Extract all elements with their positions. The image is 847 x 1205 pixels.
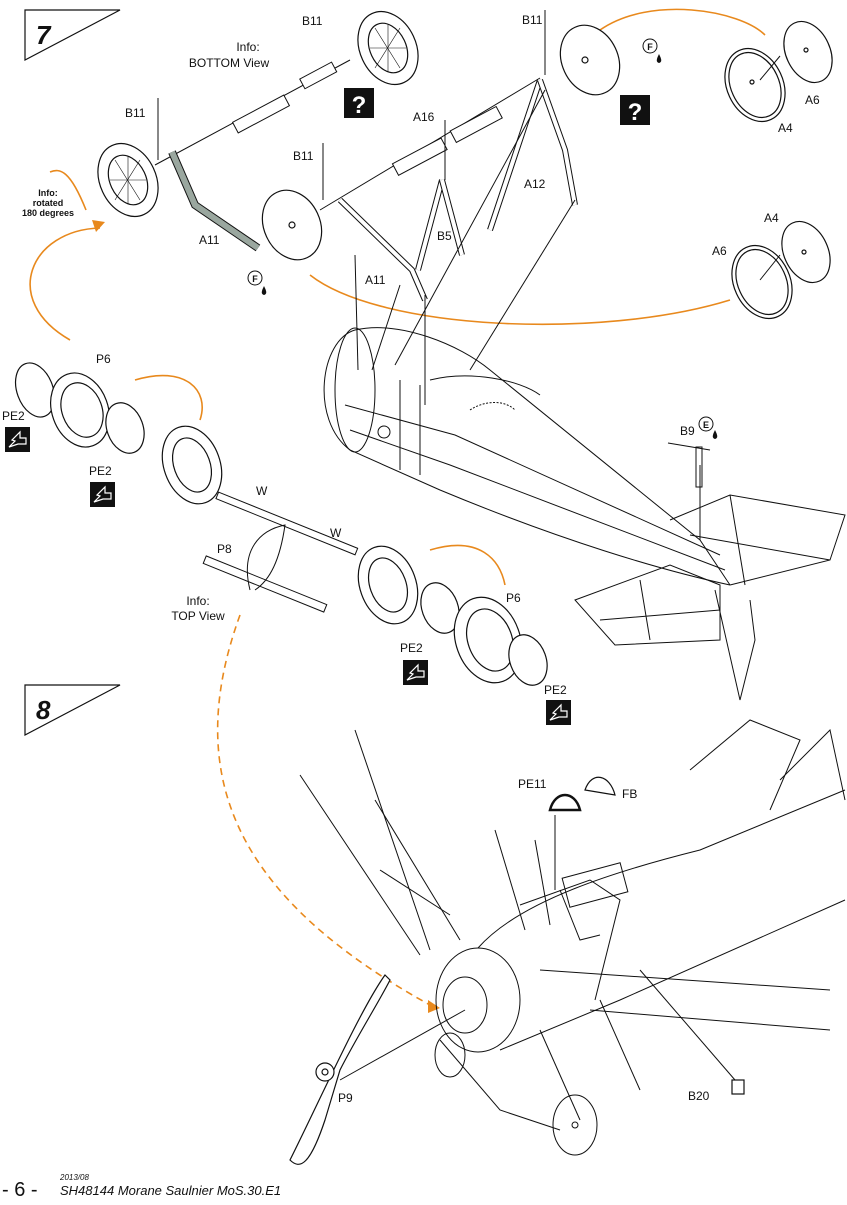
part-label-a4: A4	[764, 211, 779, 225]
f1-text: F	[647, 42, 653, 52]
rotated-arrow-head	[92, 220, 105, 232]
part-label-w: W	[330, 526, 342, 540]
droplet-icon	[261, 286, 267, 295]
part-label-b11: B11	[125, 106, 146, 120]
guide-lines-step7	[157, 10, 781, 540]
fluid-badge-f1: F	[642, 38, 662, 63]
info-rotated-degrees: 180 degrees	[22, 208, 74, 218]
droplet-icon	[656, 54, 662, 63]
wheel-parts-step7-lower	[14, 362, 223, 505]
part-label-pe11: PE11	[518, 777, 547, 791]
info-bottom-view: BOTTOM View	[189, 56, 270, 70]
question-mark-text-2: ?	[628, 99, 643, 126]
pe2-icon-2	[90, 482, 115, 507]
part-label-p6: P6	[96, 352, 111, 366]
part-label-b11: B11	[293, 149, 314, 163]
part-label-a4: A4	[778, 121, 793, 135]
question-mark-text-1: ?	[352, 92, 367, 119]
e1-text: E	[703, 420, 709, 430]
step-8-badge: 8	[24, 684, 121, 736]
part-label-b11: B11	[302, 14, 323, 28]
axle-strut-parts	[154, 59, 578, 302]
part-label-a12: A12	[524, 177, 546, 191]
f2-text: F	[252, 274, 258, 284]
question-badge-1: ?	[344, 88, 374, 119]
part-label-a6: A6	[805, 93, 820, 107]
info-bottom-label: Info:	[236, 40, 259, 54]
pe2-icon-4	[546, 700, 571, 725]
part-label-b9: B9	[680, 424, 695, 438]
part-label-p9: P9	[338, 1091, 353, 1105]
info-top-view: TOP View	[171, 609, 225, 623]
fluid-badge-f2: F	[247, 270, 267, 295]
part-label-b11: B11	[522, 13, 543, 27]
pe2-icon-1	[5, 427, 30, 452]
spoke-patterns	[110, 24, 406, 204]
droplet-icon	[712, 430, 718, 439]
part-label-a11: A11	[365, 273, 386, 287]
wheel-parts-step7-right	[357, 545, 548, 686]
part-label-a6: A6	[712, 244, 727, 258]
step-8-number: 8	[36, 695, 51, 725]
part-label-pe2: PE2	[2, 409, 25, 423]
propeller-p9	[289, 974, 391, 1165]
part-label-p8: P8	[217, 542, 232, 556]
part-label-a11: A11	[199, 233, 220, 247]
step-7-number: 7	[36, 20, 52, 50]
page-number: - 6 -	[2, 1179, 38, 1200]
part-label-fb: FB	[622, 787, 637, 801]
guide-lines-step8	[339, 815, 736, 1081]
pe2-icon-3	[403, 660, 428, 685]
question-badge-2: ?	[620, 95, 650, 126]
part-label-b20: B20	[688, 1089, 710, 1103]
fuselage-step8	[299, 719, 846, 1156]
footer-kit-title: SH48144 Morane Saulnier MoS.30.E1	[60, 1183, 281, 1198]
part-label-pe2: PE2	[89, 464, 112, 478]
p8-w-axle-parts	[202, 491, 359, 613]
wheels-step7	[97, 10, 833, 320]
info-top-label: Info:	[186, 594, 209, 608]
step-7-badge: 7	[24, 9, 121, 61]
dashed-arrow-head	[428, 1000, 440, 1013]
part-label-w: W	[256, 484, 268, 498]
fuselage-step7	[323, 327, 846, 701]
part-label-pe2: PE2	[544, 683, 567, 697]
part-label-pe2: PE2	[400, 641, 423, 655]
footer-date: 2013/08	[59, 1173, 89, 1182]
a11-strut-grey	[169, 150, 260, 251]
info-rotated-label: Info:	[38, 188, 58, 198]
windshield-parts	[548, 776, 745, 1095]
orange-guide-arcs	[29, 8, 766, 1006]
part-label-b5: B5	[437, 229, 452, 243]
part-label-a16: A16	[413, 110, 435, 124]
fluid-badge-e1: E	[698, 416, 718, 439]
part-label-p6: P6	[506, 591, 521, 605]
info-rotated-word: rotated	[33, 198, 64, 208]
